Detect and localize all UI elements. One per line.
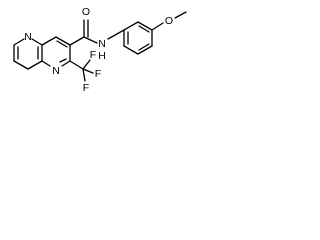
bond <box>107 29 125 40</box>
bond <box>13 38 25 46</box>
bond <box>151 22 164 31</box>
bond <box>13 60 29 70</box>
bond <box>123 21 139 31</box>
bond <box>83 36 98 44</box>
carbonyl-oxygen-label: O <box>82 6 90 18</box>
amide-hydrogen-label: H <box>98 50 106 62</box>
bond <box>138 25 150 33</box>
amide-nitrogen-label: N <box>98 38 106 50</box>
bond <box>56 40 68 48</box>
bond <box>41 60 51 67</box>
bond <box>69 36 85 46</box>
bond <box>61 60 71 67</box>
bond <box>82 59 91 70</box>
fluorine-label-2: F <box>95 68 101 80</box>
bond <box>123 45 139 55</box>
ring-nitrogen-bottom-label: N <box>52 65 60 77</box>
trifluoromethyl-bonds <box>69 59 94 82</box>
bond <box>174 11 187 19</box>
bond <box>137 45 153 55</box>
bond <box>137 21 153 31</box>
methoxy-oxygen-label: O <box>165 15 173 27</box>
ring-nitrogen-top-label: N <box>24 31 32 43</box>
structure-diagram: N N O N H O F F F <box>13 6 187 94</box>
fluorine-label-1: F <box>90 49 96 61</box>
amide-bonds <box>69 19 125 46</box>
bond <box>138 43 150 51</box>
fluorine-label-3: F <box>83 82 89 94</box>
bond <box>59 58 67 63</box>
bond <box>82 68 94 74</box>
bond <box>82 68 86 82</box>
naphthyridine-bonds <box>13 36 71 70</box>
bond <box>27 60 43 70</box>
bond <box>41 36 57 46</box>
bond <box>31 38 43 46</box>
atom-labels: N N O N H O F F F <box>24 6 173 94</box>
bond <box>69 60 84 70</box>
methoxyphenyl-bonds <box>123 11 187 55</box>
bond <box>55 36 71 46</box>
